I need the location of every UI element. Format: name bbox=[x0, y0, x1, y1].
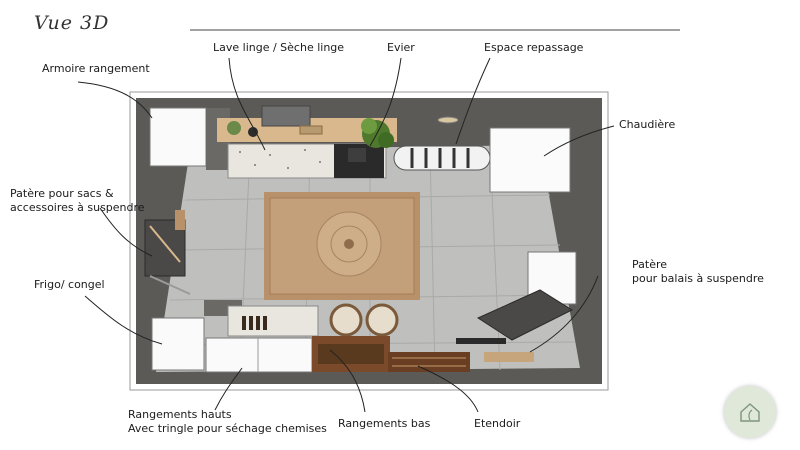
label-chaudiere: Chaudière bbox=[619, 118, 676, 131]
label-rangements-hauts-line1: Rangements hauts bbox=[128, 408, 232, 421]
page-title: Vue 3D bbox=[34, 12, 110, 34]
label-patere-sacs-line2: accessoires à suspendre bbox=[10, 201, 145, 214]
label-patere-balais-line2: pour balais à suspendre bbox=[632, 272, 764, 285]
house-plant-logo bbox=[724, 386, 776, 438]
label-armoire-rangement: Armoire rangement bbox=[42, 62, 150, 75]
white-panel bbox=[527, 251, 577, 305]
label-espace-repassage: Espace repassage bbox=[484, 41, 584, 54]
label-evier: Evier bbox=[387, 41, 415, 54]
frigo-congel bbox=[151, 317, 205, 371]
chaudiere-unit bbox=[489, 127, 571, 193]
rangements-hauts bbox=[205, 337, 313, 373]
etendoir bbox=[388, 352, 470, 372]
wall-shelf bbox=[261, 105, 311, 127]
cutting-rack bbox=[242, 316, 267, 330]
label-rangements-hauts-line2: Avec tringle pour séchage chemises bbox=[128, 422, 327, 435]
label-etendoir: Etendoir bbox=[474, 417, 521, 430]
small-plant bbox=[227, 121, 241, 135]
label-patere-balais-line1: Patère bbox=[632, 258, 668, 271]
label-patere-sacs-line1: Patère pour sacs & bbox=[10, 187, 114, 200]
armoire-rangement bbox=[149, 107, 207, 167]
ironing-board bbox=[393, 145, 491, 171]
house-icon bbox=[740, 403, 760, 422]
basket-2 bbox=[365, 303, 399, 337]
terrazzo-dots bbox=[239, 149, 321, 169]
leader-lines bbox=[77, 57, 615, 413]
ironing-stripes bbox=[410, 148, 470, 168]
label-lave-linge: Lave linge / Sèche linge bbox=[213, 41, 345, 54]
patere-balais bbox=[476, 289, 574, 341]
basket-1 bbox=[329, 303, 363, 337]
label-rangements-bas: Rangements bas bbox=[338, 417, 431, 430]
label-frigo-congel: Frigo/ congel bbox=[34, 278, 105, 291]
